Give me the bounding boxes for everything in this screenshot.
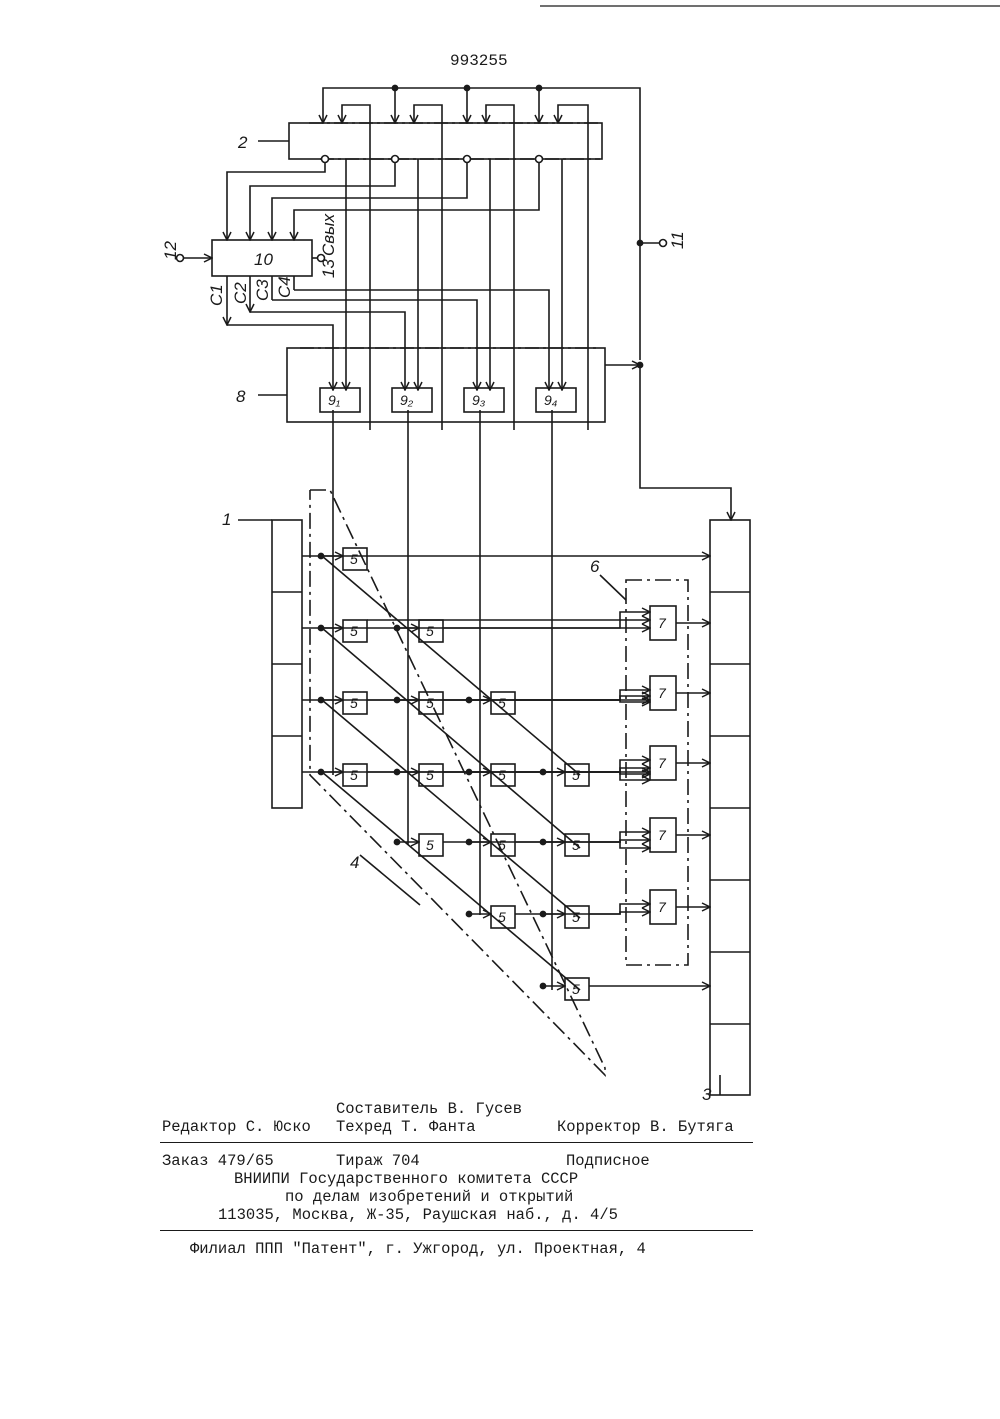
wire xyxy=(589,842,650,848)
shift-unit-label: 5 xyxy=(350,695,358,711)
shift-unit: 5 xyxy=(466,692,515,714)
adder: 7 xyxy=(650,818,710,852)
footer-address: 113035, Москва, Ж-35, Раушская наб., д. … xyxy=(218,1206,618,1224)
adder: 7 xyxy=(650,746,710,780)
label-block-2: 2 xyxy=(237,133,248,152)
shift-unit-label: 5 xyxy=(426,623,434,639)
shift-unit-label: 5 xyxy=(572,981,580,997)
footer-circulation: Тираж 704 xyxy=(336,1152,420,1170)
wire xyxy=(443,620,650,628)
switch-unit-4: 9₄ xyxy=(536,388,576,412)
footer-editor: Редактор С. Юско xyxy=(162,1118,311,1136)
label-terminal-11: 11 xyxy=(668,231,687,249)
label-control-10: 10 xyxy=(254,250,273,269)
wire xyxy=(367,612,650,620)
label-group-4: 4 xyxy=(350,853,359,872)
footer-corrector: Корректор В. Бутяга xyxy=(557,1118,734,1136)
label-terminal-12: 12 xyxy=(161,241,180,260)
shift-unit-label: 5 xyxy=(498,837,506,853)
footer-org2: по делам изобретений и открытий xyxy=(285,1188,573,1206)
register-1 xyxy=(238,520,302,808)
shift-unit: 5 xyxy=(466,834,515,856)
footer-rule-2 xyxy=(160,1230,753,1231)
register-3 xyxy=(710,520,750,1095)
shift-unit: 5 xyxy=(540,978,589,1000)
shift-unit-label: 5 xyxy=(350,551,358,567)
adder-label: 7 xyxy=(658,899,667,915)
switch-unit-label: 9₃ xyxy=(472,392,486,408)
switch-unit-2: 9₂ xyxy=(392,388,432,412)
shift-units: 5 5 5 5 5 5 5 5 5 5 5 5 5 5 5 5 xyxy=(318,548,589,1000)
label-output-cvyx: Свых xyxy=(319,213,338,256)
shift-unit: 5 xyxy=(394,834,443,856)
switch-unit-label: 9₁ xyxy=(328,392,341,408)
switch-unit-label: 9₄ xyxy=(544,392,558,408)
switch-unit-3: 9₃ xyxy=(464,388,504,412)
shift-unit-label: 5 xyxy=(572,837,580,853)
wire xyxy=(367,760,650,772)
block-2 xyxy=(258,123,602,159)
switch-unit-1: 9₁ xyxy=(320,388,360,412)
adder-label: 7 xyxy=(658,685,667,701)
shift-unit-label: 5 xyxy=(426,695,434,711)
shift-unit-label: 5 xyxy=(426,837,434,853)
leader-6 xyxy=(600,575,626,600)
wire xyxy=(515,840,650,842)
adder-label: 7 xyxy=(658,755,667,771)
label-output-13: 13 xyxy=(319,259,338,278)
top-bus xyxy=(323,85,640,430)
wire xyxy=(589,912,650,914)
shift-unit: 5 xyxy=(540,906,589,928)
control-unit-10 xyxy=(177,240,325,276)
label-c1: C1 xyxy=(207,284,226,306)
leader-4 xyxy=(360,855,420,905)
terminal-11 xyxy=(605,240,731,521)
label-c3: C3 xyxy=(253,279,272,301)
shift-unit: 5 xyxy=(466,764,515,786)
shift-unit-label: 5 xyxy=(572,767,580,783)
shift-unit-label: 5 xyxy=(498,909,506,925)
footer-org1: ВНИИПИ Государственного комитета СССР xyxy=(234,1170,578,1188)
label-register-3: 3 xyxy=(702,1085,712,1104)
label-c4: C4 xyxy=(275,276,294,298)
label-block-8: 8 xyxy=(236,387,246,406)
shift-unit-label: 5 xyxy=(498,767,506,783)
shift-unit: 5 xyxy=(540,834,589,856)
footer-rule-1 xyxy=(160,1142,753,1143)
wire xyxy=(443,832,650,842)
shift-unit-label: 5 xyxy=(350,767,358,783)
adder-label: 7 xyxy=(658,827,667,843)
label-group-6: 6 xyxy=(590,557,600,576)
footer-compiler: Составитель В. Гусев xyxy=(336,1100,522,1118)
switch-units: 9₁ 9₂ 9₃ 9₄ xyxy=(320,388,576,412)
label-register-1: 1 xyxy=(222,510,231,529)
adder-label: 7 xyxy=(658,615,667,631)
shift-unit-label: 5 xyxy=(498,695,506,711)
adders: 7 7 7 7 7 xyxy=(650,606,710,924)
footer-order: Заказ 479/65 xyxy=(162,1152,274,1170)
shift-unit-label: 5 xyxy=(572,909,580,925)
adder: 7 xyxy=(650,890,710,924)
patent-number: 993255 xyxy=(450,52,508,70)
adder: 7 xyxy=(650,606,710,640)
footer-techeditor: Техред Т. Фанта xyxy=(336,1118,476,1136)
footer-subscription: Подписное xyxy=(566,1152,650,1170)
label-c2: C2 xyxy=(231,282,250,304)
adder: 7 xyxy=(650,676,710,710)
shift-unit: 5 xyxy=(540,764,589,786)
shift-unit: 5 xyxy=(466,906,515,928)
block-2-outputs xyxy=(227,156,562,391)
switch-unit-label: 9₂ xyxy=(400,392,414,408)
footer-branch: Филиал ППП "Патент", г. Ужгород, ул. Про… xyxy=(190,1240,646,1258)
shift-unit-label: 5 xyxy=(426,767,434,783)
shift-unit-label: 5 xyxy=(350,623,358,639)
